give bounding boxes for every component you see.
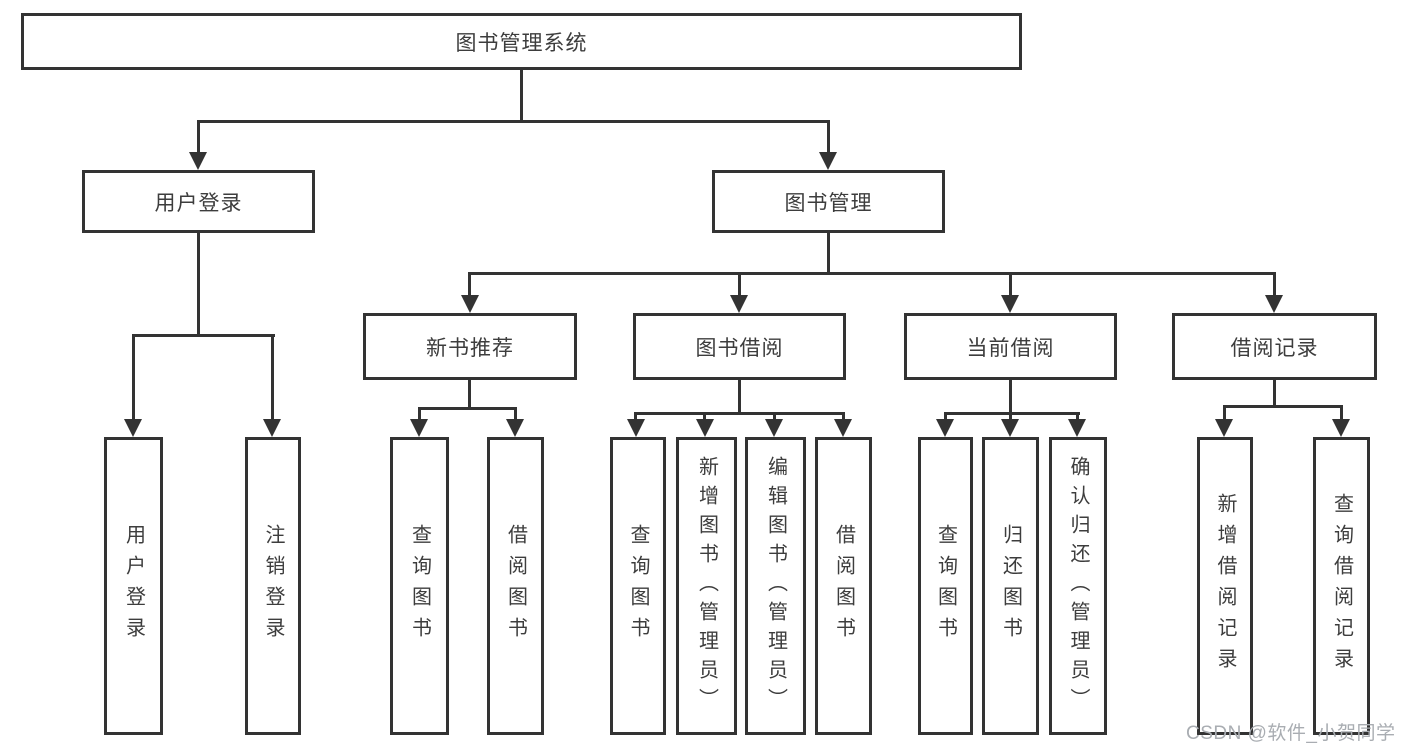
node-query-borrow-record: 查询借阅记录 [1313, 437, 1370, 735]
node-book-management: 图书管理 [712, 170, 945, 233]
connector-bookborrow-stem [738, 380, 741, 415]
node-book-borrowing: 图书借阅 [633, 313, 846, 380]
node-library-management-system: 图书管理系统 [21, 13, 1022, 70]
node-return-books: 归还图书 [982, 437, 1039, 735]
arrow-down-icon [1068, 419, 1086, 437]
arrow-down-icon [1215, 419, 1233, 437]
node-current-borrowing: 当前借阅 [904, 313, 1117, 380]
connector-currentborrow-branch [944, 412, 1080, 415]
connector-root-stem [520, 70, 523, 123]
connector-bookmgmt-stem [827, 233, 830, 275]
node-label: 新书推荐 [426, 336, 514, 360]
connector-root-left-stem [197, 120, 200, 154]
connector-leaf-stem [271, 334, 274, 423]
arrow-down-icon [189, 152, 207, 170]
connector-leaf-stem [773, 412, 776, 423]
arrow-down-icon [124, 419, 142, 437]
arrow-down-icon [1001, 295, 1019, 313]
node-label: 新增借阅记录 [1214, 493, 1236, 679]
arrow-down-icon [410, 419, 428, 437]
node-query-books-current: 查询图书 [918, 437, 973, 735]
arrow-down-icon [834, 419, 852, 437]
arrow-down-icon [1001, 419, 1019, 437]
connector-leaf-stem [1223, 405, 1226, 423]
connector-userlogin-stem [197, 233, 200, 337]
arrow-down-icon [1332, 419, 1350, 437]
node-label: 查询借阅记录 [1330, 493, 1353, 679]
arrow-down-icon [696, 419, 714, 437]
node-label: 确认归还（管理员） [1067, 455, 1089, 717]
arrow-down-icon [263, 419, 281, 437]
arrow-down-icon [506, 419, 524, 437]
node-label: 图书管理 [784, 191, 873, 215]
node-logout: 注销登录 [245, 437, 301, 735]
connector-newbookrec-stem [468, 380, 471, 410]
connector-l3-stem [468, 272, 471, 301]
connector-leaf-stem [514, 407, 517, 423]
node-label: 查询图书 [627, 524, 649, 648]
node-confirm-return-admin: 确认归还（管理员） [1049, 437, 1107, 735]
connector-root-right-stem [827, 120, 830, 154]
connector-leaf-stem [842, 412, 845, 423]
node-add-books-admin: 新增图书（管理员） [676, 437, 737, 735]
connector-newbookrec-branch [418, 407, 517, 410]
node-label: 当前借阅 [966, 336, 1055, 360]
connector-root-branch [197, 120, 830, 123]
connector-bookmgmt-branch [468, 272, 1276, 275]
arrow-down-icon [936, 419, 954, 437]
connector-leaf-stem [1076, 412, 1079, 423]
arrow-down-icon [461, 295, 479, 313]
node-label: 注销登录 [262, 524, 284, 648]
node-label: 用户登录 [122, 524, 145, 648]
arrow-down-icon [765, 419, 783, 437]
node-query-books-recommend: 查询图书 [390, 437, 449, 735]
connector-l3-stem [1273, 272, 1276, 301]
node-label: 图书管理系统 [455, 31, 588, 55]
node-label: 编辑图书（管理员） [764, 455, 787, 717]
connector-borrowrecords-stem [1273, 380, 1276, 408]
node-edit-books-admin: 编辑图书（管理员） [745, 437, 806, 735]
connector-currentborrow-stem [1009, 380, 1012, 415]
node-label: 借阅图书 [832, 524, 855, 648]
arrow-down-icon [627, 419, 645, 437]
connector-leaf-stem [944, 412, 947, 423]
connector-userlogin-branch [132, 334, 275, 337]
connector-leaf-stem [634, 412, 637, 423]
connector-l3-stem [738, 272, 741, 301]
connector-leaf-stem [1340, 405, 1343, 423]
node-label: 归还图书 [999, 524, 1022, 648]
node-label: 借阅图书 [504, 524, 527, 648]
connector-leaf-stem [703, 412, 706, 423]
node-label: 新增图书（管理员） [695, 455, 718, 717]
connector-borrowrecords-branch [1223, 405, 1343, 408]
connector-l3-stem [1009, 272, 1012, 301]
node-borrow-books-recommend: 借阅图书 [487, 437, 544, 735]
arrow-down-icon [730, 295, 748, 313]
node-label: 查询图书 [408, 524, 431, 648]
node-query-books-borrowing: 查询图书 [610, 437, 666, 735]
connector-leaf-stem [1009, 412, 1012, 423]
node-user-login-action: 用户登录 [104, 437, 163, 735]
node-user-login: 用户登录 [82, 170, 315, 233]
node-label: 图书借阅 [695, 336, 784, 360]
node-add-borrow-record: 新增借阅记录 [1197, 437, 1253, 735]
connector-bookborrow-branch [634, 412, 845, 415]
node-label: 查询图书 [934, 524, 957, 648]
node-label: 用户登录 [154, 191, 243, 215]
csdn-watermark: CSDN @软件_小贺同学 [1186, 723, 1396, 744]
connector-leaf-stem [418, 407, 421, 423]
connector-leaf-stem [132, 334, 135, 423]
arrow-down-icon [819, 152, 837, 170]
node-borrowing-records: 借阅记录 [1172, 313, 1377, 380]
arrow-down-icon [1265, 295, 1283, 313]
node-new-book-recommendation: 新书推荐 [363, 313, 577, 380]
node-label: 借阅记录 [1230, 336, 1319, 360]
node-borrow-books: 借阅图书 [815, 437, 872, 735]
